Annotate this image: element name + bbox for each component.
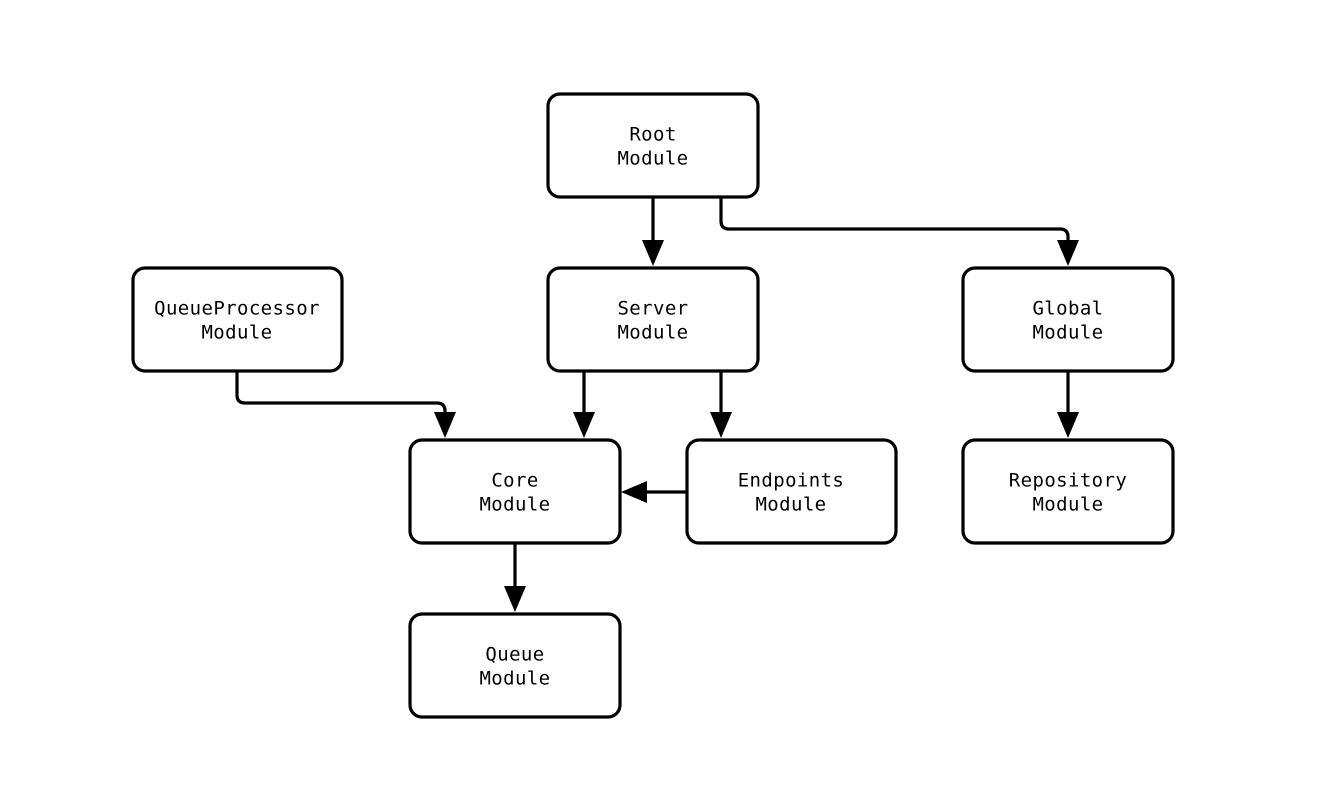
edge-endpoints-to-core: [621, 481, 687, 503]
node-box[interactable]: [961, 266, 1175, 373]
edge-server-to-core: [573, 371, 595, 438]
node-label-line2: Module: [479, 494, 550, 516]
node-box[interactable]: [408, 438, 622, 545]
node-label-line1: Queue: [485, 644, 544, 666]
edge-line: [719, 197, 1070, 252]
arrowhead-icon: [642, 240, 664, 266]
arrowhead-icon: [573, 412, 595, 438]
edge-root-to-server: [642, 197, 664, 266]
node-box[interactable]: [408, 612, 622, 719]
node-global-module[interactable]: Global Module: [961, 266, 1175, 373]
node-box[interactable]: [546, 266, 760, 373]
node-label-line1: Repository: [1009, 470, 1127, 492]
node-label-line1: Core: [491, 470, 538, 492]
node-core-module[interactable]: Core Module: [408, 438, 622, 545]
node-endpoints-module[interactable]: Endpoints Module: [685, 438, 898, 545]
node-box[interactable]: [546, 92, 760, 199]
node-label-line1: Endpoints: [738, 470, 845, 492]
node-box[interactable]: [961, 438, 1175, 545]
node-label-line2: Module: [201, 322, 272, 344]
node-label-line2: Module: [479, 668, 550, 690]
node-label-line2: Module: [1032, 494, 1103, 516]
node-label-line2: Module: [1032, 322, 1103, 344]
node-label-line2: Module: [755, 494, 826, 516]
node-label-line1: Server: [617, 298, 688, 320]
node-label-line1: Root: [629, 124, 676, 146]
arrowhead-icon: [1057, 240, 1079, 266]
arrowhead-icon: [1057, 412, 1079, 438]
node-label-line2: Module: [617, 322, 688, 344]
arrowhead-icon: [621, 481, 647, 503]
node-label-line1: QueueProcessor: [154, 298, 320, 320]
node-server-module[interactable]: Server Module: [546, 266, 760, 373]
edge-global-to-repository: [1057, 371, 1079, 438]
node-box[interactable]: [685, 438, 898, 545]
node-root-module[interactable]: Root Module: [546, 92, 760, 199]
node-label-line1: Global: [1032, 298, 1103, 320]
edge-queueprocessor-to-core: [235, 371, 456, 438]
node-label-line2: Module: [617, 148, 688, 170]
arrowhead-icon: [710, 412, 732, 438]
arrowhead-icon: [434, 412, 456, 438]
edge-core-to-queue: [504, 543, 526, 612]
arrowhead-icon: [504, 586, 526, 612]
edge-line: [235, 371, 447, 424]
node-repository-module[interactable]: Repository Module: [961, 438, 1175, 545]
edge-server-to-endpoints: [710, 371, 732, 438]
node-queue-module[interactable]: Queue Module: [408, 612, 622, 719]
edge-root-to-global: [719, 197, 1079, 266]
node-queueprocessor-module[interactable]: QueueProcessor Module: [131, 266, 344, 373]
node-box[interactable]: [131, 266, 344, 373]
